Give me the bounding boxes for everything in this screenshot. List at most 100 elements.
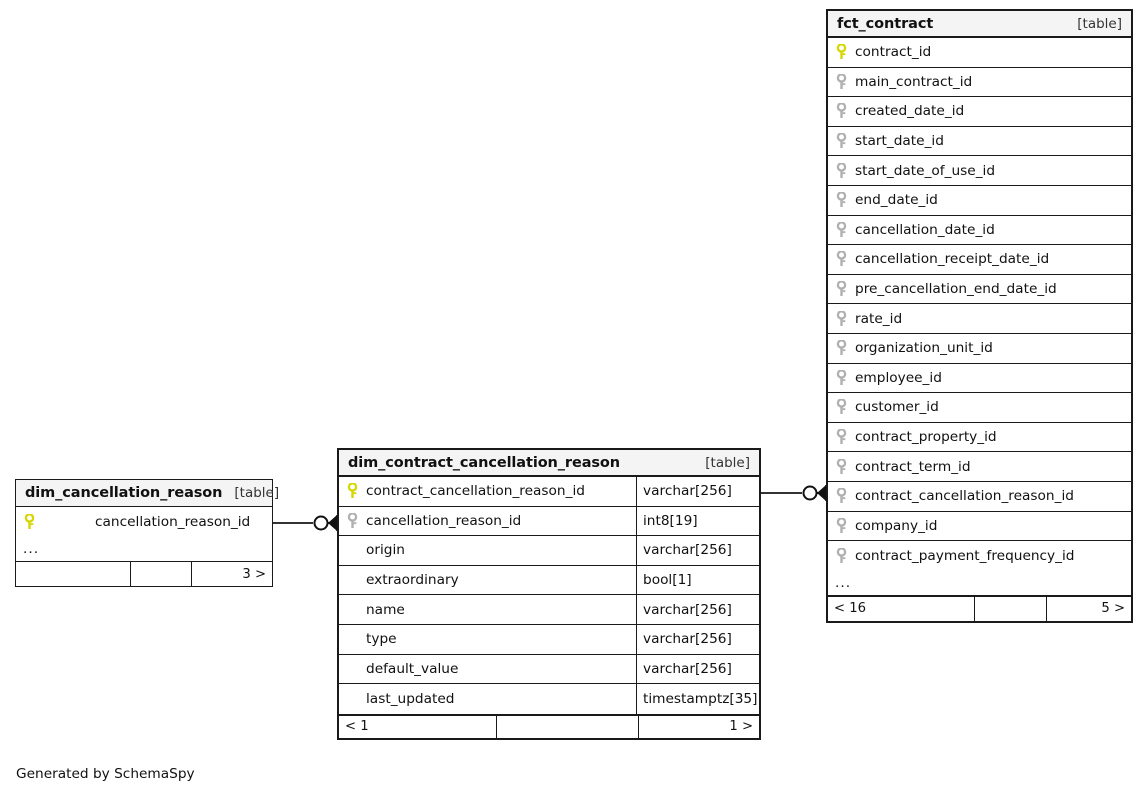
column-name: cancellation_reason_id xyxy=(95,513,251,530)
foreign-key-icon xyxy=(835,192,848,208)
column-name: cancellation_reason_id xyxy=(366,512,522,529)
footer-middle xyxy=(496,715,639,738)
table-title: dim_cancellation_reason xyxy=(25,485,223,501)
relationship-dim-cancellation-reason-to-dim-contract xyxy=(273,515,338,531)
column-indent-spacer xyxy=(346,668,366,669)
table-row[interactable]: contract_cancellation_reason_id varchar[2… xyxy=(339,477,759,507)
foreign-key-icon xyxy=(835,221,848,238)
column-indent-spacer xyxy=(346,550,366,551)
column-name-cell: start_date_id xyxy=(828,127,1131,156)
footer-middle xyxy=(130,562,192,586)
foreign-key-icon xyxy=(835,103,848,119)
column-name: contract_payment_frequency_id xyxy=(855,547,1075,564)
table-row[interactable]: extraordinary bool[1] xyxy=(339,565,759,596)
relationship-dim-contract-to-fct-contract xyxy=(761,485,827,501)
column-name-cell: rate_id xyxy=(828,304,1131,333)
table-header-fct-contract: fct_contract [table] xyxy=(828,11,1131,38)
table-row[interactable]: start_date_id xyxy=(828,127,1131,157)
column-indent-spacer xyxy=(346,580,366,581)
column-name: pre_cancellation_end_date_id xyxy=(855,281,1057,298)
table-row[interactable]: pre_cancellation_end_date_id xyxy=(828,275,1131,305)
column-name-cell: extraordinary xyxy=(339,566,636,595)
table-row[interactable]: organization_unit_id xyxy=(828,334,1131,364)
column-name: contract_cancellation_reason_id xyxy=(366,483,585,500)
foreign-key-icon xyxy=(835,458,848,475)
column-name-cell: cancellation_receipt_date_id xyxy=(828,245,1131,274)
column-name: contract_property_id xyxy=(855,429,997,446)
table-dim-contract-cancellation-reason[interactable]: dim_contract_cancellation_reason [table]… xyxy=(337,448,761,740)
column-indent-spacer xyxy=(43,521,95,522)
table-dim-cancellation-reason[interactable]: dim_cancellation_reason [table] cancella… xyxy=(15,479,279,587)
table-row[interactable]: main_contract_id xyxy=(828,68,1131,98)
table-row[interactable]: contract_payment_frequency_id xyxy=(828,541,1131,571)
primary-key-icon xyxy=(835,44,848,60)
table-row[interactable]: customer_id xyxy=(828,393,1131,423)
table-row[interactable]: contract_cancellation_reason_id xyxy=(828,482,1131,512)
column-type: varchar[256] xyxy=(636,477,759,506)
column-name-cell: contract_property_id xyxy=(828,423,1131,452)
table-row[interactable]: cancellation_reason_id xyxy=(16,507,272,536)
foreign-key-icon xyxy=(835,517,848,534)
column-name-cell: organization_unit_id xyxy=(828,334,1131,363)
footer-prev-count[interactable]: < 1 xyxy=(345,719,369,735)
column-list-dim-contract-cancellation-reason: contract_cancellation_reason_id varchar[2… xyxy=(339,477,759,714)
footer-prev-count[interactable]: < 16 xyxy=(834,601,867,617)
column-name-cell: type xyxy=(339,625,636,654)
table-footer-nav-fct-contract: < 16 5 > xyxy=(828,596,1131,621)
foreign-key-icon xyxy=(835,488,848,504)
table-row[interactable]: contract_term_id xyxy=(828,452,1131,482)
table-row[interactable]: created_date_id xyxy=(828,97,1131,127)
table-row[interactable]: cancellation_date_id xyxy=(828,216,1131,246)
column-name: extraordinary xyxy=(366,572,459,589)
foreign-key-icon xyxy=(835,340,848,356)
column-name: default_value xyxy=(366,660,459,677)
table-title: dim_contract_cancellation_reason xyxy=(348,454,621,471)
table-fct-contract[interactable]: fct_contract [table] contract_id main_con… xyxy=(826,9,1133,623)
table-footer-nav-dim-cancellation-reason: 3 > xyxy=(16,562,272,586)
column-name-cell: contract_payment_frequency_id xyxy=(828,541,1131,571)
foreign-key-icon xyxy=(835,281,848,297)
table-row[interactable]: employee_id xyxy=(828,364,1131,394)
column-type: bool[1] xyxy=(636,565,759,595)
foreign-key-icon xyxy=(835,399,848,415)
column-name-cell: start_date_of_use_id xyxy=(828,156,1131,185)
footer-next-count[interactable]: 3 > xyxy=(242,566,266,582)
column-name: rate_id xyxy=(855,310,903,327)
column-type: timestamptz[35] xyxy=(636,684,759,714)
table-row[interactable]: cancellation_receipt_date_id xyxy=(828,245,1131,275)
footer-next-count[interactable]: 5 > xyxy=(1101,601,1125,617)
column-indent-spacer xyxy=(346,609,366,610)
table-row[interactable]: company_id xyxy=(828,512,1131,542)
column-name: contract_id xyxy=(855,44,932,61)
footer-next-count[interactable]: 1 > xyxy=(729,719,753,735)
column-name-cell: end_date_id xyxy=(828,186,1131,215)
footer-prev-count[interactable] xyxy=(16,562,130,586)
column-name-cell: main_contract_id xyxy=(828,68,1131,97)
table-row[interactable]: contract_property_id xyxy=(828,423,1131,453)
column-name: contract_term_id xyxy=(855,458,971,475)
column-name-cell: name xyxy=(339,595,636,624)
column-name: contract_cancellation_reason_id xyxy=(855,488,1074,505)
foreign-key-icon xyxy=(835,251,848,267)
column-name-cell: last_updated xyxy=(339,684,636,714)
generated-by-credit: Generated by SchemaSpy xyxy=(16,766,195,782)
table-row[interactable]: end_date_id xyxy=(828,186,1131,216)
table-header-dim-cancellation-reason: dim_cancellation_reason [table] xyxy=(16,480,279,507)
column-name: cancellation_receipt_date_id xyxy=(855,251,1050,268)
table-row[interactable]: start_date_of_use_id xyxy=(828,156,1131,186)
table-row[interactable]: contract_id xyxy=(828,38,1131,68)
primary-key-icon xyxy=(346,483,359,499)
footer-middle xyxy=(974,596,1047,621)
column-name-cell: default_value xyxy=(339,655,636,684)
foreign-key-icon xyxy=(835,310,848,327)
column-name-cell: pre_cancellation_end_date_id xyxy=(828,275,1131,304)
table-row[interactable]: rate_id xyxy=(828,304,1131,334)
